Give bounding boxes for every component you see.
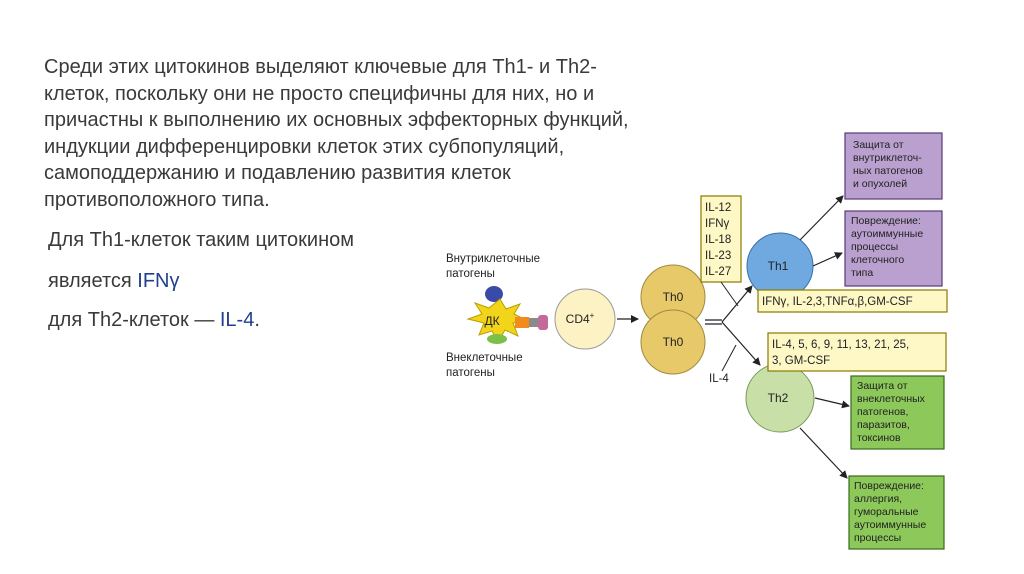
th1-cytokines-box — [757, 289, 948, 313]
il4-value: IL-4 — [219, 309, 255, 331]
outcome-text: Повреждение: — [854, 480, 924, 492]
th2-cytokines-label: 3, GM-CSF — [772, 355, 830, 367]
th2-cytokines-label: IL-4, 5, 6, 9, 11, 13, 21, 25, — [772, 339, 909, 351]
intro-line: причастны к выполнению их основных эффек… — [44, 109, 629, 131]
dc-label: ДК — [484, 314, 499, 328]
outcome-text: Защита от — [857, 380, 908, 392]
intro-line: Среди этих цитокинов выделяют ключевые д… — [44, 56, 597, 78]
th2-inducer-label: IL-4 — [709, 373, 729, 385]
extracellular-label-2: патогены — [446, 367, 495, 379]
outcome-text: внеклеточных — [857, 393, 926, 405]
th2-label: Th2 — [768, 391, 789, 405]
ifng-line: является IFNγ — [48, 270, 180, 293]
th1-inducer: IL-23 — [705, 250, 731, 262]
outcome-text: внутриклеточ- — [853, 152, 922, 164]
th2-to-damage-arrow — [799, 427, 848, 479]
outcome-text: процессы — [851, 241, 898, 253]
th0-label-bottom: Th0 — [663, 335, 684, 349]
outcome-text: клеточного — [851, 254, 904, 266]
outcome-text: аутоиммунные — [851, 228, 923, 240]
intro-line: противоположного типа. — [44, 188, 270, 211]
tcr-receptor — [538, 315, 548, 330]
intro-line: индукции дифференцировки клеток этих суб… — [44, 135, 565, 158]
tcr-connector — [529, 318, 538, 327]
th2-damage-box — [848, 475, 945, 550]
intracellular-pathogen-dot — [485, 286, 503, 302]
extracellular-label-1: Внеклеточные — [446, 352, 523, 364]
th1-damage-box — [844, 210, 943, 287]
outcome-text: и опухолей — [853, 178, 907, 190]
th1-cytokine-line: Для Th1-клеток таким цитокином — [48, 229, 355, 251]
th1-to-protection-arrow — [799, 195, 844, 241]
outcome-text: аутоиммунные — [854, 519, 926, 531]
il4-pointer — [721, 344, 737, 372]
outcome-text: гуморальные — [854, 506, 919, 518]
th1-inducer: IL-18 — [705, 234, 731, 246]
outcome-text: Защита от — [853, 139, 904, 151]
th1-inducer: IL-12 — [705, 202, 731, 214]
extracellular-pathogen-dot — [487, 334, 507, 344]
intracellular-protection-box — [844, 132, 943, 200]
th1-inducers-box — [700, 195, 742, 283]
th2-cytokines-box — [767, 332, 947, 372]
outcome-text: процессы — [854, 532, 901, 544]
th0-cell-bottom — [640, 309, 706, 375]
outcome-text: аллергия, — [854, 493, 902, 505]
cd4-label: CD4+ — [566, 311, 595, 326]
outcome-text: токсинов — [857, 432, 901, 444]
intracellular-label-1: Внутриклеточные — [446, 253, 540, 265]
outcome-text: патогенов, — [857, 406, 908, 418]
th1-cytokines-label: IFNγ, IL-2,3,TNFα,β,GM-CSF — [762, 296, 913, 308]
outcome-text: ных патогенов — [853, 165, 923, 177]
th0-label-top: Th0 — [663, 290, 684, 304]
th2-cytokine-line: для Th2-клеток — IL-4. — [48, 309, 260, 332]
th0-to-th2-arrow — [721, 321, 761, 366]
outcome-text: паразитов, — [857, 419, 910, 431]
cd4-cell — [554, 288, 616, 350]
ifng-value: IFNγ — [137, 270, 180, 292]
intro-line: самоподдержанию и подавлению развития кл… — [44, 162, 511, 184]
intracellular-label-2: патогены — [446, 268, 495, 280]
mhc-receptor — [515, 317, 529, 328]
th2-suffix: . — [254, 309, 260, 331]
ifng-prefix: является — [48, 270, 138, 292]
extracellular-protection-box — [850, 375, 945, 450]
th1-inducer: IFNγ — [705, 218, 730, 230]
th1-to-damage-arrow — [812, 252, 843, 267]
th1-label: Th1 — [768, 259, 789, 273]
outcome-text: типа — [851, 267, 873, 279]
inducer-pointer — [720, 281, 739, 307]
th2-prefix: для Th2-клеток — — [48, 309, 220, 331]
th2-to-protection-arrow — [814, 397, 850, 409]
intro-line: клеток, поскольку они не просто специфич… — [44, 82, 595, 105]
outcome-text: Повреждение: — [851, 215, 921, 227]
intro-paragraph: Среди этих цитокинов выделяют ключевые д… — [44, 54, 744, 213]
th1-inducer: IL-27 — [705, 266, 731, 278]
